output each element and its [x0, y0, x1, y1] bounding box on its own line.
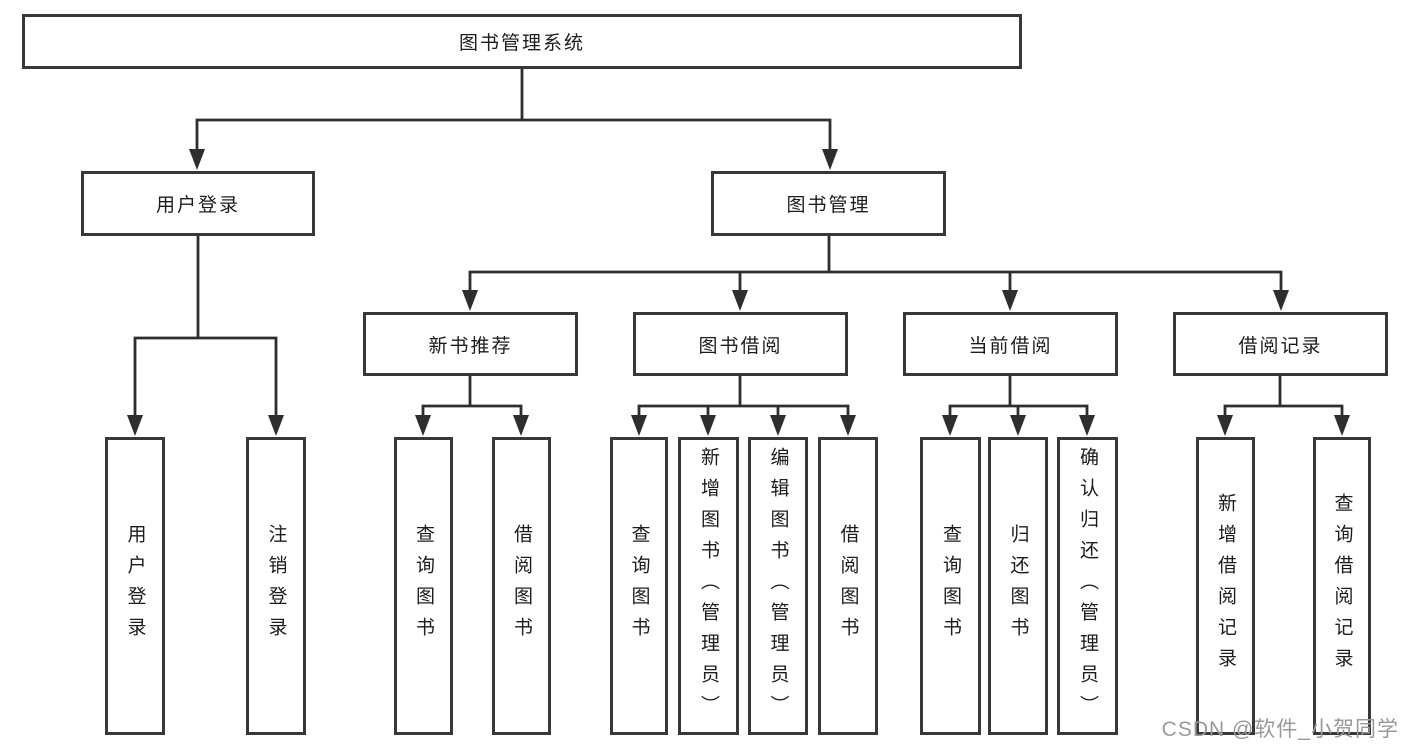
- leaf-borrow-book-recommend: 借阅图书: [492, 437, 551, 735]
- node-label: 借阅记录: [1238, 335, 1323, 357]
- node-user-login-branch: 用户登录: [81, 171, 315, 236]
- leaf-return-book: 归还图书: [988, 437, 1048, 735]
- leaf-query-book-current: 查询图书: [920, 437, 981, 735]
- leaf-borrow-book: 借阅图书: [818, 437, 878, 735]
- node-label: 当前借阅: [968, 335, 1053, 357]
- node-borrow-records: 借阅记录: [1173, 312, 1388, 376]
- leaf-label: 查询图书: [940, 524, 961, 648]
- leaf-label: 用户登录: [124, 524, 146, 648]
- connector-current-borrow: [948, 374, 1089, 420]
- leaf-label: 借阅图书: [511, 524, 532, 648]
- node-book-borrow: 图书借阅: [633, 312, 848, 376]
- leaf-label: 借阅图书: [837, 524, 859, 648]
- connector-user-login: [133, 234, 278, 420]
- leaf-label: 确认归还（管理员）: [1077, 446, 1098, 726]
- leaf-confirm-return-admin: 确认归还（管理员）: [1057, 437, 1118, 735]
- leaf-query-book-recommend: 查询图书: [394, 437, 453, 735]
- leaf-label: 注销登录: [265, 524, 287, 648]
- leaf-query-book-borrow: 查询图书: [610, 437, 668, 735]
- connector-new-book-recommend: [421, 374, 523, 420]
- leaf-label: 新增借阅记录: [1215, 493, 1236, 679]
- leaf-query-borrow-record: 查询借阅记录: [1313, 437, 1371, 735]
- connector-book-borrow: [637, 374, 850, 420]
- node-label: 图书管理: [786, 195, 871, 216]
- leaf-label: 归还图书: [1007, 524, 1029, 648]
- connector-borrow-records: [1223, 374, 1344, 420]
- leaf-logout: 注销登录: [246, 437, 306, 735]
- leaf-user-login: 用户登录: [105, 437, 165, 735]
- node-root-label: 图书管理系统: [458, 33, 585, 54]
- csdn-watermark: CSDN @软件_小贺同学: [1161, 718, 1399, 741]
- node-label: 图书借阅: [698, 335, 783, 357]
- node-new-book-recommend: 新书推荐: [363, 312, 578, 376]
- leaf-add-borrow-record: 新增借阅记录: [1196, 437, 1255, 735]
- leaf-label: 新增图书（管理员）: [698, 446, 719, 726]
- leaf-label: 查询图书: [628, 524, 650, 648]
- node-book-management: 图书管理: [711, 171, 946, 236]
- node-label: 用户登录: [155, 195, 240, 216]
- connector-book-management: [468, 234, 1283, 295]
- node-label: 新书推荐: [428, 335, 513, 357]
- leaf-add-book-admin: 新增图书（管理员）: [678, 437, 739, 735]
- connector-root: [195, 67, 832, 154]
- leaf-edit-book-admin: 编辑图书（管理员）: [748, 437, 808, 735]
- node-current-borrow: 当前借阅: [903, 312, 1118, 376]
- leaf-label: 查询借阅记录: [1331, 493, 1353, 679]
- leaf-label: 编辑图书（管理员）: [767, 446, 789, 726]
- leaf-label: 查询图书: [413, 524, 434, 648]
- node-root: 图书管理系统: [22, 14, 1022, 69]
- arrowheads: [127, 149, 1350, 436]
